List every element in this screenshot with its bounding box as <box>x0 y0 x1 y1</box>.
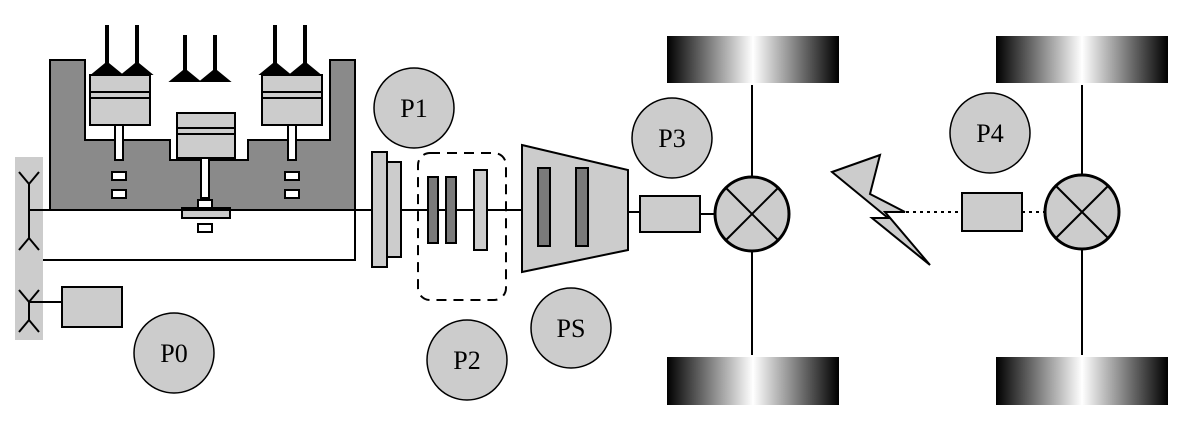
front-top-wheel <box>667 36 839 83</box>
badge-p0-label: P0 <box>160 339 187 368</box>
p2-clutch-plate-2 <box>445 176 457 244</box>
rear-differential-cross-icon <box>1043 173 1121 251</box>
badge-p1: P1 <box>373 67 455 149</box>
piston-2 <box>176 112 236 233</box>
ps-gear-1 <box>537 167 551 247</box>
piston-3 <box>261 74 323 199</box>
rear-bottom-wheel <box>996 357 1168 405</box>
badge-p4: P4 <box>949 92 1031 174</box>
p2-motor-disc <box>473 169 488 251</box>
piston-1 <box>89 74 151 199</box>
badge-p2-label: P2 <box>453 346 480 375</box>
front-bottom-wheel <box>667 357 839 405</box>
badge-p2: P2 <box>426 319 508 401</box>
p2-module-boundary <box>417 152 507 301</box>
p4-motor <box>961 192 1023 232</box>
engine-valves <box>90 25 322 82</box>
badge-p1-label: P1 <box>400 94 427 123</box>
badge-ps: PS <box>530 287 612 369</box>
badge-p4-label: P4 <box>976 119 1003 148</box>
rear-top-wheel <box>996 36 1168 83</box>
lightning-bolt-icon <box>829 153 931 266</box>
p1-motor-disc <box>386 161 402 258</box>
ps-gear-2 <box>575 167 589 247</box>
p2-clutch-plate-1 <box>427 176 439 244</box>
front-differential-cross-icon <box>713 175 791 253</box>
p1-flywheel <box>371 151 388 268</box>
badge-p3-label: P3 <box>658 124 685 153</box>
p3-motor <box>639 195 701 233</box>
badge-p0: P0 <box>133 312 215 394</box>
badge-p3: P3 <box>631 97 713 179</box>
p0-motor <box>61 286 123 328</box>
badge-ps-label: PS <box>557 314 586 343</box>
